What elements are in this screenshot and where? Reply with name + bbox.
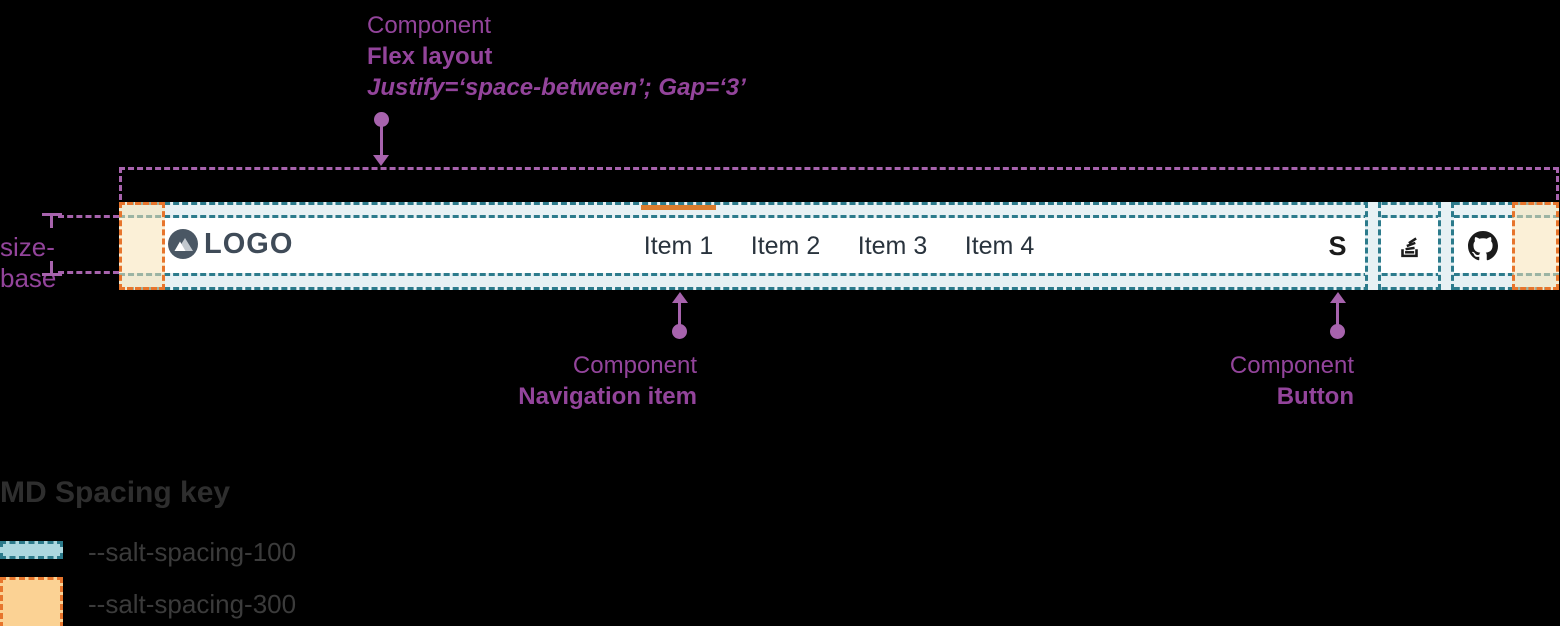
spacing-300-strip-right [1512,202,1559,290]
navigation-tabs: Item 1 Item 2 Item 3 Item 4 [641,205,1037,275]
s-letter-icon: S [1328,230,1347,261]
spacing-300-strip-left [119,202,165,290]
connector-dot [672,324,687,339]
connector-dot [374,112,389,127]
button-annotation: Component Button [1104,350,1354,412]
nav-item-label: Item 3 [857,231,928,260]
size-base-label: size-base [0,232,57,293]
app-header-bar: LOGO Item 1 Item 2 Item 3 Item 4 S [119,202,1559,290]
bracket-dashed-line [58,271,119,274]
legend-title: MD Spacing key [0,476,231,509]
nav-item-4[interactable]: Item 4 [962,217,1037,275]
logo-text: LOGO [204,228,294,260]
connector-dot [1330,324,1345,339]
bracket-tick [50,261,53,276]
stackoverflow-icon [1400,236,1418,257]
s-button[interactable]: S [1310,217,1365,275]
active-tab-indicator [641,205,716,210]
nav-item-3[interactable]: Item 3 [855,217,930,275]
annotation-title: Navigation item [518,383,697,410]
github-button[interactable] [1454,217,1511,275]
nav-item-label: Item 2 [750,231,821,260]
bracket-tick [50,213,53,228]
bracket-dashed-line [58,215,119,218]
connector-line [678,301,681,327]
logo[interactable]: LOGO [168,229,293,259]
mountain-logo-icon [168,229,198,259]
annotation-kicker: Component [1229,352,1354,379]
annotation-kicker: Component [367,12,492,39]
annotation-title: Flex layout [367,43,493,70]
annotation-title: Button [1276,383,1354,410]
arrow-up-icon [1330,292,1346,303]
spacing-100-strip-top [119,202,1559,218]
annotation-kicker: Component [572,352,697,379]
flex-layout-annotation: Component Flex layout Justify=‘space-bet… [367,10,746,103]
spacing-100-strip-vertical [1365,202,1381,290]
navigation-item-annotation: Component Navigation item [447,350,697,412]
connector-line [380,125,383,157]
nav-item-label: Item 4 [964,231,1035,260]
nav-item-label: Item 1 [643,231,714,260]
annotation-props: Justify=‘space-between’; Gap=‘3’ [367,74,746,101]
arrow-down-icon [373,155,389,166]
nav-item-2[interactable]: Item 2 [748,217,823,275]
spacing-100-swatch [0,541,63,559]
spacing-100-strip-vertical [1438,202,1454,290]
legend-label: --salt-spacing-100 [88,537,297,567]
stackoverflow-button[interactable] [1380,217,1438,275]
legend-label: --salt-spacing-300 [88,589,297,619]
arrow-up-icon [672,292,688,303]
bracket-tick [42,273,62,276]
github-icon [1467,231,1498,261]
nav-item-1[interactable]: Item 1 [641,205,716,275]
spacing-300-swatch [0,577,63,626]
connector-line [1336,301,1339,327]
spacing-100-strip-bottom [119,273,1559,290]
